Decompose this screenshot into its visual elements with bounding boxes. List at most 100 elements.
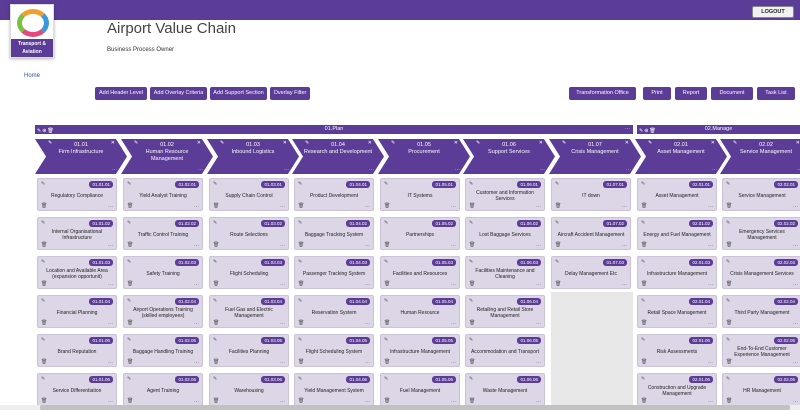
edit-icon[interactable]: ✎ [298, 298, 303, 304]
edit-icon[interactable]: ✎ [384, 337, 389, 343]
more-icon[interactable]: ⋯ [451, 282, 456, 288]
trash-icon[interactable]: 🗑 [298, 242, 305, 248]
more-icon[interactable]: ⋯ [108, 360, 113, 366]
more-icon[interactable]: ⋯ [536, 282, 541, 288]
close-icon[interactable]: ✕ [282, 140, 287, 146]
edit-icon[interactable]: ✎ [41, 181, 46, 187]
edit-icon[interactable]: ✎ [733, 140, 738, 146]
edit-icon[interactable]: ✎ [127, 181, 132, 187]
trash-icon[interactable]: 🗑 [726, 398, 733, 404]
more-icon[interactable]: ⋯ [194, 204, 199, 210]
edit-icon[interactable]: ✎ [641, 259, 646, 265]
more-icon[interactable]: ⋯ [280, 321, 285, 327]
more-icon[interactable]: ⋯ [708, 399, 713, 405]
more-icon[interactable]: ⋯ [793, 360, 798, 366]
edit-icon[interactable]: ✎ [127, 376, 132, 382]
edit-icon[interactable]: ✎ [641, 337, 646, 343]
trash-icon[interactable]: 🗑 [641, 242, 648, 248]
edit-icon[interactable]: ✎ [41, 298, 46, 304]
overlay-filter-button[interactable]: Overlay Filter [270, 87, 310, 100]
trash-icon[interactable]: 🗑 [641, 398, 648, 404]
edit-icon[interactable]: ✎ [298, 181, 303, 187]
more-icon[interactable]: ⋯ [451, 360, 456, 366]
trash-icon[interactable]: 🗑 [127, 398, 134, 404]
trash-icon[interactable]: 🗑 [469, 320, 476, 326]
more-icon[interactable]: ⋯ [108, 399, 113, 405]
more-icon[interactable]: ⋯ [536, 204, 541, 210]
more-icon[interactable]: ⋯ [365, 204, 370, 210]
edit-icon[interactable]: ✎ [134, 140, 139, 146]
trash-icon[interactable]: 🗑 [726, 203, 733, 209]
edit-icon[interactable]: ✎ [213, 259, 218, 265]
edit-icon[interactable]: ✎ [298, 220, 303, 226]
horizontal-scrollbar-thumb[interactable] [40, 405, 790, 410]
edit-icon[interactable]: ✎ [298, 376, 303, 382]
edit-icon[interactable]: ✎ [469, 181, 474, 187]
more-icon[interactable]: ⋯ [108, 243, 113, 249]
edit-icon[interactable]: ✎ [641, 181, 646, 187]
more-icon[interactable]: ⋯ [622, 243, 627, 249]
edit-icon[interactable]: ✎ [213, 298, 218, 304]
trash-icon[interactable]: 🗑 [641, 320, 648, 326]
logout-button[interactable]: LOGOUT [752, 6, 794, 18]
edit-icon[interactable]: ✎ [298, 259, 303, 265]
more-icon[interactable]: ⋯ [194, 243, 199, 249]
more-icon[interactable]: ⋯ [451, 399, 456, 405]
edit-icon[interactable]: ✎ [641, 376, 646, 382]
edit-icon[interactable]: ✎ [469, 298, 474, 304]
trash-icon[interactable]: 🗑 [384, 203, 391, 209]
more-icon[interactable]: ⋯ [280, 399, 285, 405]
trash-icon[interactable]: 🗑 [641, 359, 648, 365]
close-icon[interactable]: ✕ [110, 140, 115, 146]
trash-icon[interactable]: 🗑 [41, 320, 48, 326]
trash-icon[interactable]: 🗑 [726, 242, 733, 248]
edit-icon[interactable]: ✎ [726, 181, 731, 187]
more-icon[interactable]: ⋯ [536, 321, 541, 327]
edit-icon[interactable]: ✎ [641, 298, 646, 304]
more-icon[interactable]: ⋯ [194, 360, 199, 366]
more-icon[interactable]: ⋯ [708, 321, 713, 327]
trash-icon[interactable]: 🗑 [469, 203, 476, 209]
trash-icon[interactable]: 🗑 [127, 281, 134, 287]
trash-icon[interactable]: 🗑 [298, 320, 305, 326]
edit-icon[interactable]: ✎ [127, 259, 132, 265]
edit-icon[interactable]: ✎ [41, 376, 46, 382]
more-icon[interactable]: ⋯ [536, 243, 541, 249]
trash-icon[interactable]: 🗑 [41, 242, 48, 248]
trash-icon[interactable]: 🗑 [469, 281, 476, 287]
edit-icon[interactable]: ✎ [298, 337, 303, 343]
trash-icon[interactable]: 🗑 [298, 359, 305, 365]
trash-icon[interactable]: 🗑 [41, 359, 48, 365]
more-icon[interactable]: ⋯ [108, 321, 113, 327]
more-icon[interactable]: ⋯ [793, 399, 798, 405]
trash-icon[interactable]: 🗑 [41, 203, 48, 209]
edit-icon[interactable]: ✎ [127, 220, 132, 226]
